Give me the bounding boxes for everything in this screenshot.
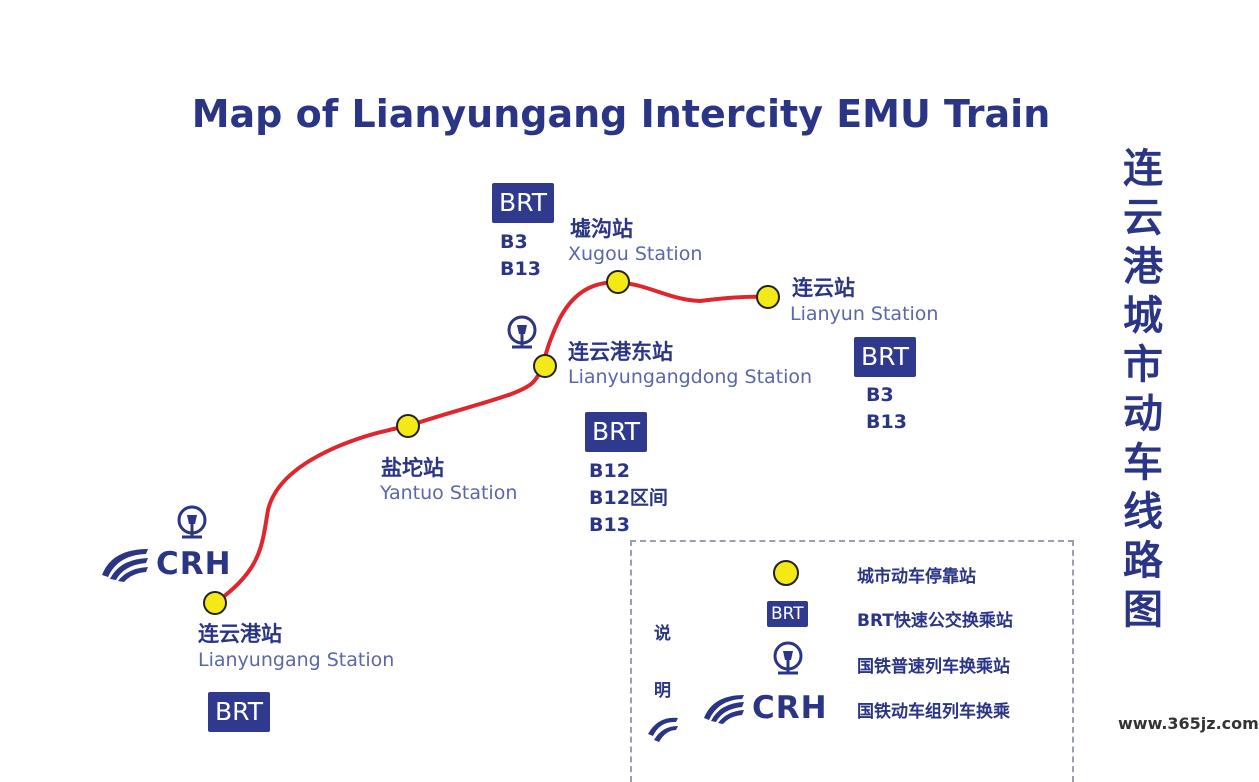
brt-badge: BRT [208, 692, 270, 732]
railway-logo-icon [177, 505, 207, 539]
map-title: Map of Lianyungang Intercity EMU Train [191, 92, 1051, 136]
brt-line: B12区间 [589, 487, 668, 509]
brt-line: B13 [500, 258, 541, 280]
legend-item-label: 国铁普速列车换乘站 [857, 657, 1010, 677]
vtitle-char: 图 [1123, 587, 1163, 633]
brt-line: B3 [866, 384, 894, 406]
station-name-zh: 连云港站 [198, 622, 282, 646]
legend-crh-logo: CRH [702, 690, 828, 726]
crh-text: CRH [752, 690, 828, 726]
vtitle-char: 线 [1123, 489, 1163, 535]
vtitle-char: 城 [1123, 293, 1163, 339]
vertical-title: 连 云 港 城 市 动 车 线 路 图 [1113, 145, 1173, 635]
route-map [177, 270, 803, 742]
station-dot-icon[interactable] [756, 285, 780, 309]
station-name-zh: 连云站 [792, 276, 855, 300]
vtitle-char: 路 [1123, 538, 1163, 584]
watermark: www.365jz.com [1118, 714, 1259, 733]
brt-lines: B3 B13 [866, 382, 907, 436]
legend-side-label: 说 [654, 624, 671, 644]
station-name-zh: 墟沟站 [570, 217, 633, 241]
station-name-en: Lianyun Station [790, 303, 939, 325]
station-name-zh: 连云港东站 [568, 340, 673, 364]
vtitle-char: 连 [1123, 146, 1163, 192]
station-name-en: Lianyungangdong Station [568, 366, 813, 388]
vtitle-char: 动 [1123, 391, 1163, 437]
route-line [213, 279, 769, 605]
railway-logo-icon [507, 315, 537, 349]
station-dot-icon [773, 560, 799, 586]
station-name-en: Yantuo Station [380, 482, 518, 504]
brt-line: B13 [589, 514, 630, 536]
station-dot-icon[interactable] [396, 414, 420, 438]
brt-badge: BRT [585, 412, 647, 452]
legend-brt-badge: BRT [767, 601, 808, 627]
vtitle-char: 港 [1123, 244, 1163, 290]
station-dot-icon[interactable] [203, 591, 227, 615]
station-name-zh: 盐坨站 [381, 456, 444, 480]
station-dot-icon[interactable] [606, 270, 630, 294]
railway-logo-icon [773, 641, 803, 675]
brt-line: B12 [589, 460, 630, 482]
brt-line: B13 [866, 411, 907, 433]
crh-logo-icon [102, 549, 148, 582]
station-name-en: Xugou Station [568, 243, 703, 265]
station-name-en: Lianyungang Station [198, 649, 395, 671]
legend-box [630, 540, 1074, 782]
vtitle-char: 车 [1123, 440, 1163, 486]
crh-text: CRH [156, 546, 232, 582]
brt-badge: BRT [854, 337, 916, 377]
legend-item-label: 国铁动车组列车换乘 [857, 702, 1010, 722]
legend-item-label: BRT快速公交换乘站 [857, 611, 1013, 631]
legend-item-label: 城市动车停靠站 [857, 567, 976, 587]
brt-lines: B3 B13 [500, 229, 541, 283]
crh-logo-icon [648, 717, 678, 742]
brt-badge: BRT [492, 183, 554, 223]
vtitle-char: 云 [1123, 195, 1163, 241]
vtitle-char: 市 [1123, 342, 1163, 388]
legend-side-label: 明 [654, 681, 671, 701]
brt-line: B3 [500, 231, 528, 253]
crh-logo-icon [704, 695, 744, 724]
station-dot-icon[interactable] [533, 354, 557, 378]
brt-lines: B12 B12区间 B13 [589, 458, 668, 539]
crh-logo: CRH [100, 545, 232, 583]
